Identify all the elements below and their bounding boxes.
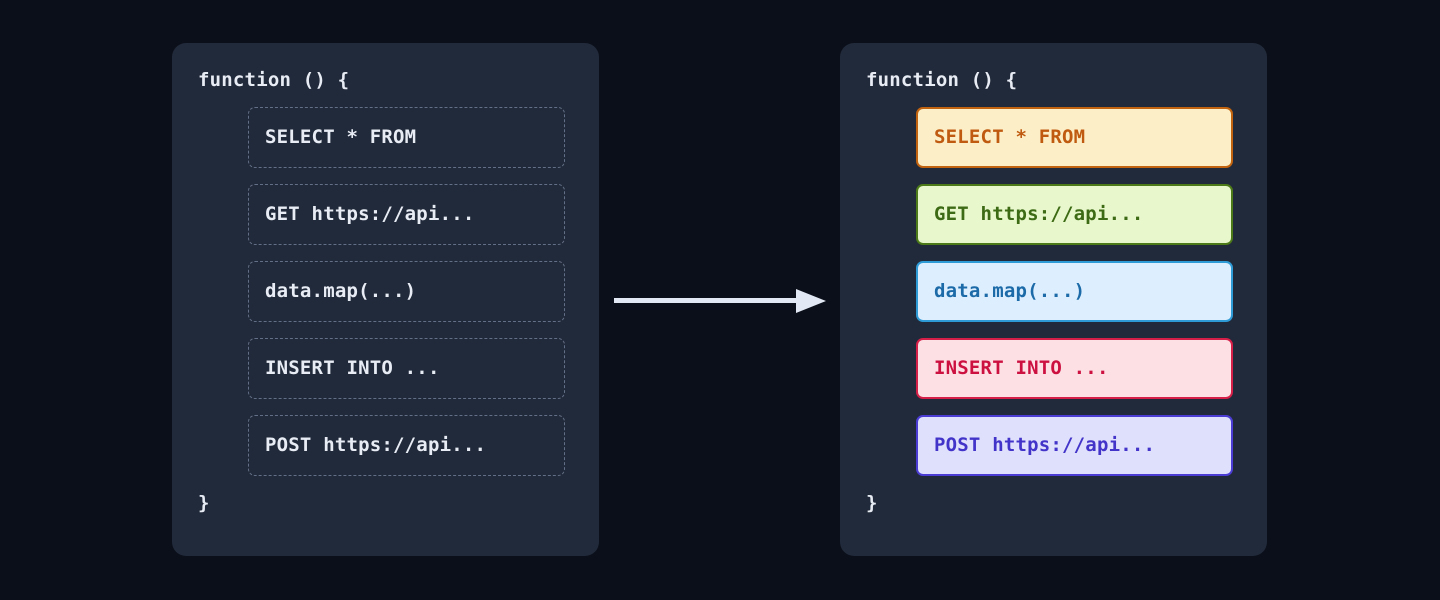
- plain-block-sql-select[interactable]: SELECT * FROM: [248, 107, 565, 168]
- plain-block-text: GET https://api...: [265, 203, 475, 225]
- highlighted-block-text: GET https://api...: [934, 203, 1144, 225]
- plain-block-text: data.map(...): [265, 280, 417, 302]
- plain-block-text: SELECT * FROM: [265, 126, 417, 148]
- function-open-line-left: function () {: [198, 69, 350, 91]
- transform-arrow: [614, 288, 826, 314]
- highlighted-block-list: SELECT * FROM GET https://api... data.ma…: [866, 107, 1233, 476]
- highlighted-block-text: INSERT INTO ...: [934, 357, 1109, 379]
- highlighted-block-text: POST https://api...: [934, 434, 1156, 456]
- plain-block-list: SELECT * FROM GET https://api... data.ma…: [198, 107, 565, 476]
- function-close-line-left: }: [198, 492, 210, 514]
- highlighted-block-sql-insert[interactable]: INSERT INTO ...: [916, 338, 1233, 399]
- plain-block-js-transform[interactable]: data.map(...): [248, 261, 565, 322]
- highlighted-block-http-post[interactable]: POST https://api...: [916, 415, 1233, 476]
- function-open-line-right: function () {: [866, 69, 1018, 91]
- highlighted-block-http-get[interactable]: GET https://api...: [916, 184, 1233, 245]
- plain-block-text: INSERT INTO ...: [265, 357, 440, 379]
- arrow-right-icon: [614, 289, 826, 313]
- plain-code-panel: function () { SELECT * FROM GET https://…: [172, 43, 599, 556]
- highlighted-code-panel: function () { SELECT * FROM GET https://…: [840, 43, 1267, 556]
- plain-block-http-post[interactable]: POST https://api...: [248, 415, 565, 476]
- plain-block-text: POST https://api...: [265, 434, 487, 456]
- function-close-line-right: }: [866, 492, 878, 514]
- highlighted-block-js-transform[interactable]: data.map(...): [916, 261, 1233, 322]
- plain-block-http-get[interactable]: GET https://api...: [248, 184, 565, 245]
- plain-block-sql-insert[interactable]: INSERT INTO ...: [248, 338, 565, 399]
- highlighted-block-text: SELECT * FROM: [934, 126, 1086, 148]
- highlighted-block-sql-select[interactable]: SELECT * FROM: [916, 107, 1233, 168]
- highlighted-block-text: data.map(...): [934, 280, 1086, 302]
